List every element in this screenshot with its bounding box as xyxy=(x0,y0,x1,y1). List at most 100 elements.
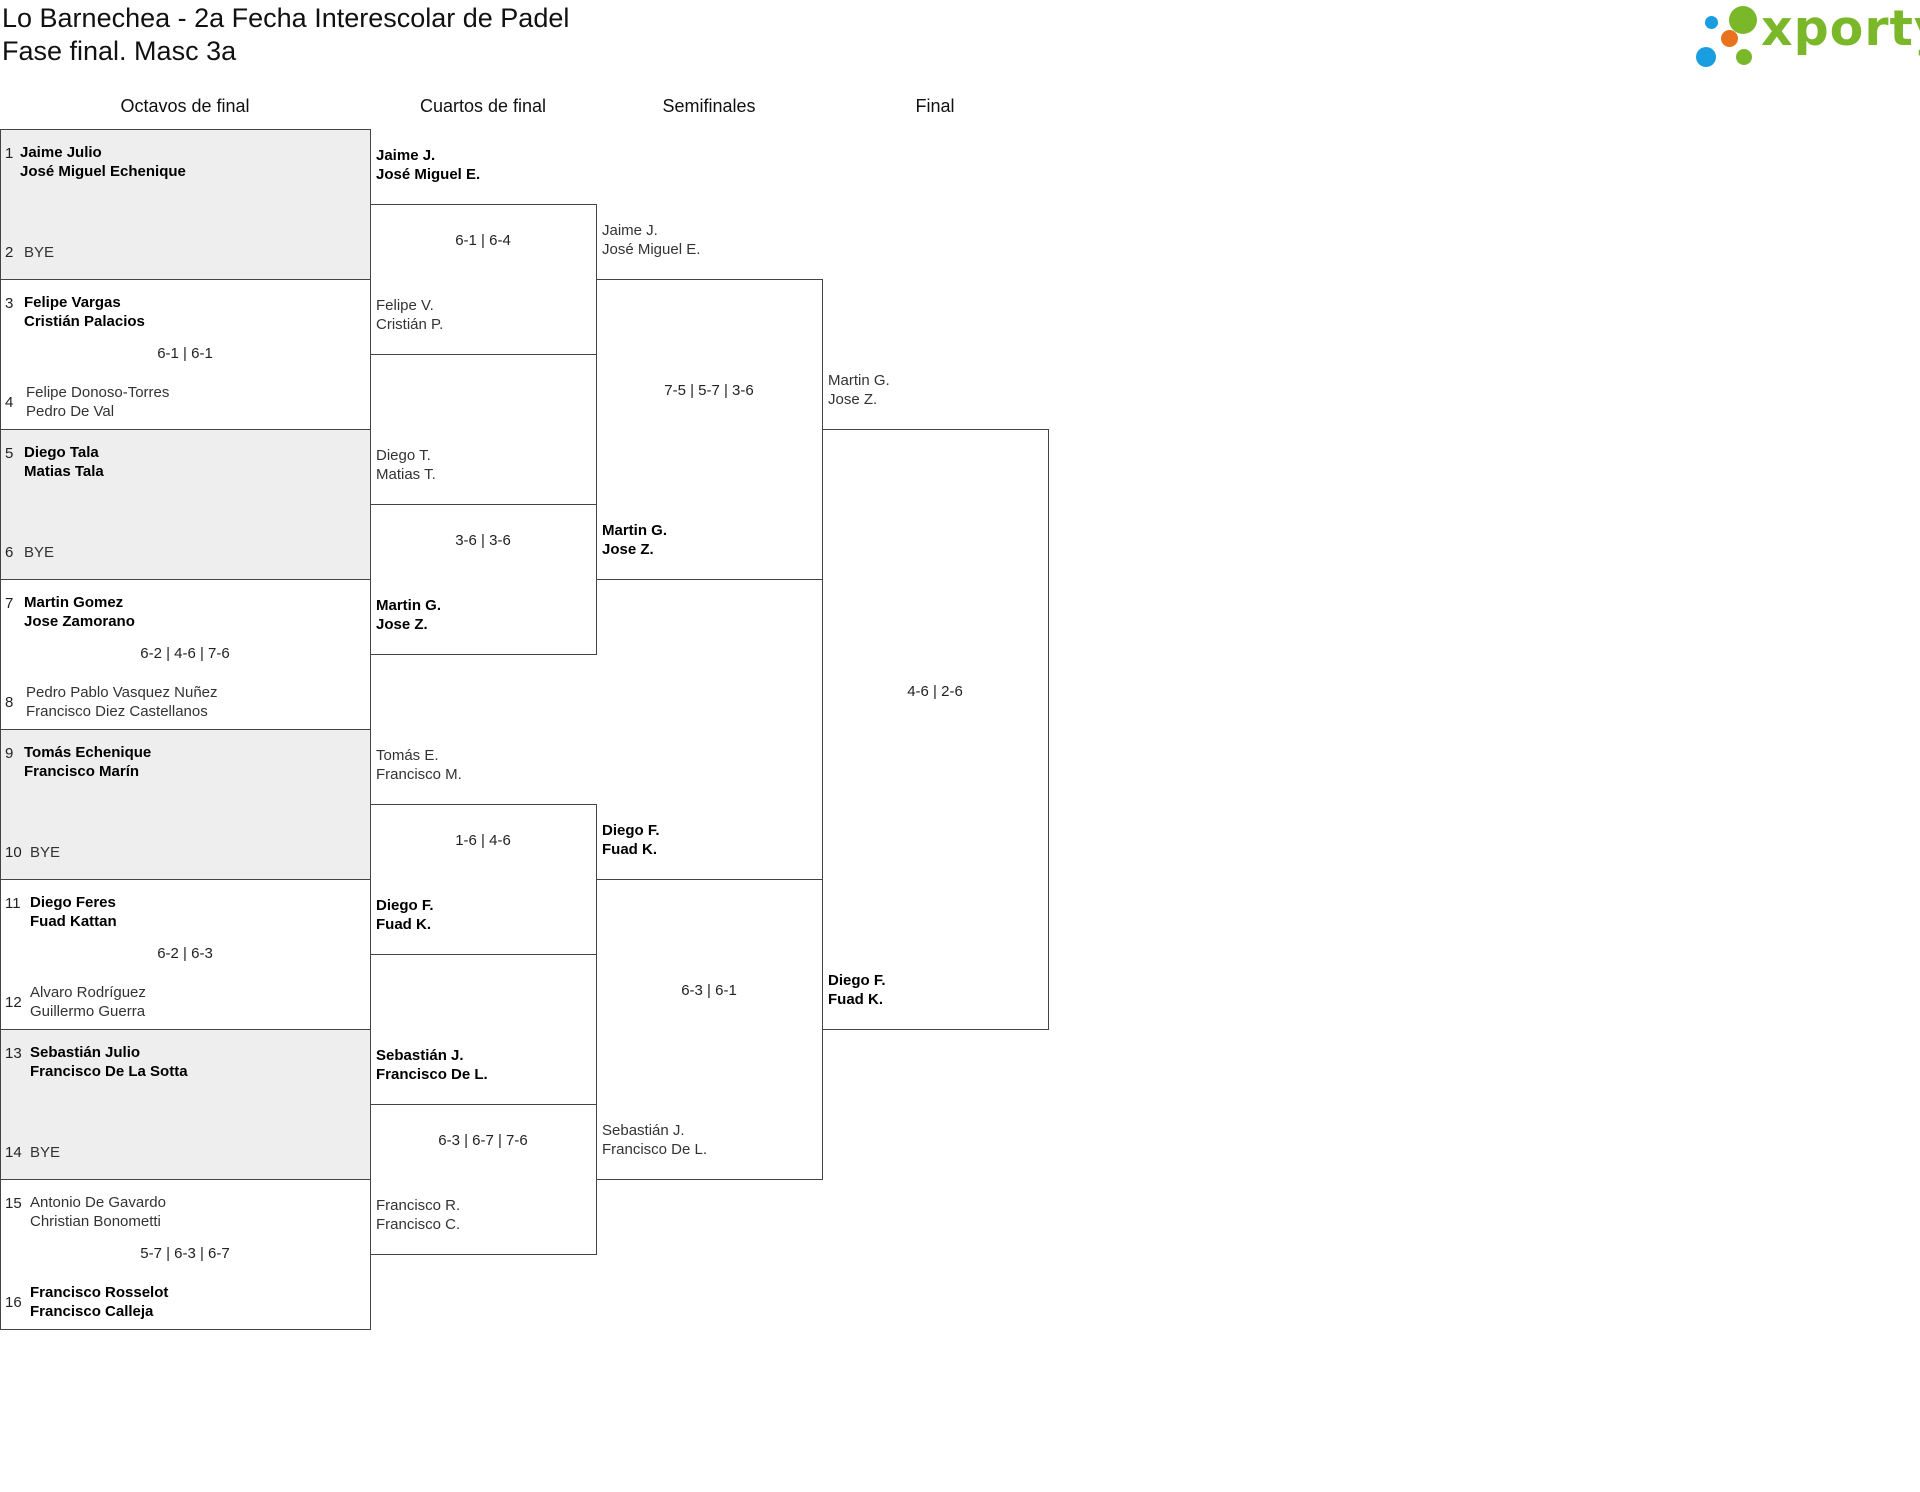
match-box-octavos[interactable] xyxy=(0,1029,371,1180)
bye-entry[interactable]: BYE xyxy=(30,1143,60,1162)
player-name: Francisco Marín xyxy=(24,763,140,780)
bye-entry[interactable]: BYE xyxy=(24,543,54,562)
player-name: Diego F. xyxy=(376,897,434,914)
player-name: Felipe Donoso-Torres xyxy=(26,384,170,401)
player-name: Martin G. xyxy=(376,597,442,614)
player-name: Tomás E. xyxy=(376,747,439,764)
player-name: Jaime J. xyxy=(602,222,658,239)
player-name: Francisco Calleja xyxy=(30,1303,154,1320)
logo-dot-orange xyxy=(1721,30,1738,47)
team-entry[interactable]: Martin G.Jose Z. xyxy=(376,596,441,634)
team-entry[interactable]: Diego F. Fuad K. xyxy=(602,821,660,859)
match-score: 4-6 | 2-6 xyxy=(907,683,963,700)
match-score: 6-3 | 6-1 xyxy=(681,982,737,999)
seed-number: 2 xyxy=(5,244,14,261)
player-name: Felipe Vargas xyxy=(24,294,121,311)
match-box-final[interactable] xyxy=(822,429,1049,1030)
seed-number: 6 xyxy=(5,544,14,561)
player-name: BYE xyxy=(30,844,61,861)
seed-number: 4 xyxy=(5,394,14,411)
player-name: Francisco M. xyxy=(376,766,462,783)
seed-number: 13 xyxy=(5,1045,22,1062)
player-name: Pedro Pablo Vasquez Nuñez xyxy=(26,684,218,701)
team-entry[interactable]: Martin G.Jose Z. xyxy=(828,371,890,409)
round-header-semifinales: Semifinales xyxy=(662,96,756,116)
player-name: Francisco C. xyxy=(376,1216,461,1233)
round-header-final: Final xyxy=(915,96,955,116)
player-name: BYE xyxy=(24,544,55,561)
player-name: Francisco De L. xyxy=(602,1141,708,1158)
player-name: Diego F. xyxy=(602,822,660,839)
seed-number: 15 xyxy=(5,1195,22,1212)
player-name: Matias Tala xyxy=(24,463,104,480)
bye-entry[interactable]: BYE xyxy=(24,243,54,262)
team-entry[interactable]: Diego F.Fuad K. xyxy=(828,971,886,1009)
match-score: 5-7 | 6-3 | 6-7 xyxy=(140,1245,230,1262)
seed-number: 10 xyxy=(5,844,22,861)
team-entry[interactable]: Sebastián J. Francisco De L. xyxy=(602,1121,707,1159)
seed-number: 9 xyxy=(5,745,14,762)
player-name: Antonio De Gavardo xyxy=(30,1194,166,1211)
tournament-title: Lo Barnechea - 2a Fecha Interescolar de … xyxy=(2,3,570,33)
player-name: Fuad K. xyxy=(376,916,431,933)
team-entry[interactable]: Francisco R. Francisco C. xyxy=(376,1196,460,1234)
team-entry[interactable]: Sebastián J. Francisco De L. xyxy=(376,1046,488,1084)
player-name: Tomás Echenique xyxy=(24,744,152,761)
team-entry[interactable]: Martin G.Jose Z. xyxy=(602,521,667,559)
player-name: Diego Feres xyxy=(30,894,116,911)
player-name: Francisco Rosselot xyxy=(30,1284,169,1301)
player-name: BYE xyxy=(30,1144,61,1161)
seed-number: 11 xyxy=(5,895,21,912)
player-name: Francisco R. xyxy=(376,1197,461,1214)
team-entry[interactable]: Diego F. Fuad K. xyxy=(376,896,434,934)
player-name: Pedro De Val xyxy=(26,403,115,420)
team-entry[interactable]: Tomás E. Francisco M. xyxy=(376,746,462,784)
player-name: Martin G. xyxy=(602,522,668,539)
team-entry[interactable]: Jaime J.José Miguel E. xyxy=(602,221,700,259)
player-name: Jose Z. xyxy=(828,391,878,408)
match-score: 7-5 | 5-7 | 3-6 xyxy=(664,382,754,399)
player-name: Francisco Diez Castellanos xyxy=(26,703,208,720)
match-score: 6-3 | 6-7 | 7-6 xyxy=(438,1132,528,1149)
player-name: Martin Gomez xyxy=(24,594,124,611)
player-name: Jose Zamorano xyxy=(24,613,135,630)
team-entry[interactable]: Jaime J.José Miguel E. xyxy=(376,146,480,184)
team-entry[interactable]: Felipe V.Cristián P. xyxy=(376,296,443,334)
player-name: Sebastián J. xyxy=(376,1047,464,1064)
match-box-octavos[interactable] xyxy=(0,129,371,280)
player-name: Felipe V. xyxy=(376,297,434,314)
player-name: Guillermo Guerra xyxy=(30,1003,146,1020)
player-name: Fuad K. xyxy=(602,841,657,858)
player-name: Cristián Palacios xyxy=(24,313,145,330)
match-score: 6-1 | 6-4 xyxy=(455,232,511,249)
match-box-octavos[interactable] xyxy=(0,429,371,580)
round-header-cuartos: Cuartos de final xyxy=(419,96,547,116)
seed-number: 16 xyxy=(5,1294,22,1311)
player-name: Francisco De L. xyxy=(376,1066,488,1083)
player-name: Christian Bonometti xyxy=(30,1213,161,1230)
seed-number: 14 xyxy=(5,1144,22,1161)
match-box-octavos[interactable] xyxy=(0,729,371,880)
team-entry[interactable]: Diego T.Matias T. xyxy=(376,446,436,484)
seed-number: 5 xyxy=(5,445,14,462)
player-name: Jaime Julio xyxy=(20,144,102,161)
match-score: 6-1 | 6-1 xyxy=(157,345,213,362)
bye-entry[interactable]: BYE xyxy=(30,843,60,862)
round-header-octavos: Octavos de final xyxy=(120,96,250,116)
player-name: Sebastián J. xyxy=(602,1122,685,1139)
logo-dot-blue-small xyxy=(1705,16,1718,29)
player-name: Sebastián Julio xyxy=(30,1044,141,1061)
xporty-logo[interactable]: xporty xyxy=(1695,0,1920,68)
